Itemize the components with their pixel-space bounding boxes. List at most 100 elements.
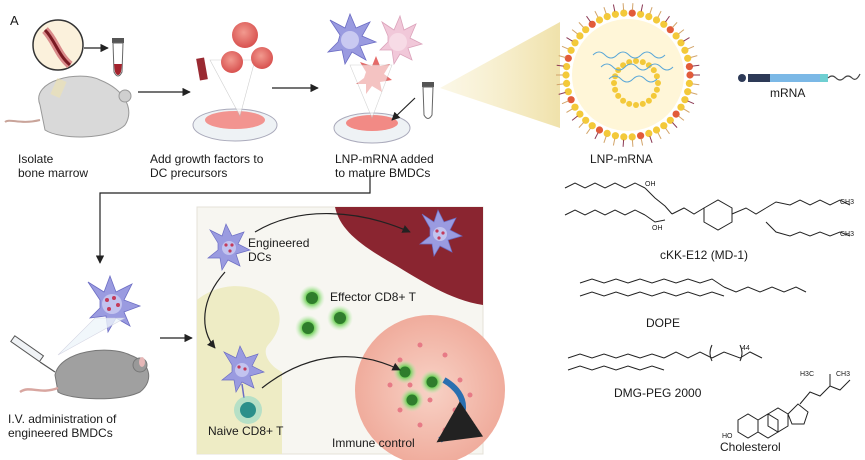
- lipid-head: [588, 20, 596, 28]
- tumor-cell-dot: [417, 422, 423, 428]
- engineered-dcs-label: Engineered DCs: [248, 236, 309, 264]
- infiltrating-t-cell-core: [426, 376, 438, 388]
- zoom-beam: [440, 22, 560, 128]
- step-isolate-label: Isolate bone marrow: [18, 152, 88, 180]
- dope-structure: [579, 278, 807, 297]
- lipid-head: [652, 16, 661, 24]
- panel-label: A: [10, 13, 19, 28]
- inner-lipid-head: [650, 67, 657, 74]
- lnp-particle: [556, 3, 700, 147]
- lipid-head: [582, 116, 590, 124]
- infiltrating-t-cell-core: [406, 394, 418, 406]
- engineered-dcs-line1: Engineered: [248, 236, 310, 250]
- inner-lipid-head: [653, 86, 660, 93]
- lipid-head: [628, 133, 636, 141]
- ckk-oh-2: OH: [652, 225, 663, 232]
- lipid-head: [681, 96, 689, 104]
- chol-ho: HO: [722, 433, 733, 440]
- inner-lipid-head: [633, 102, 639, 108]
- tumor-cell-dot: [387, 382, 393, 388]
- lipid-head: [563, 63, 571, 71]
- inner-lipid-head: [639, 59, 646, 66]
- inner-lipid-head: [645, 97, 652, 104]
- lipid-head: [666, 116, 674, 124]
- inner-lipid-head: [626, 100, 633, 107]
- tumor-cell-dot: [452, 407, 458, 413]
- inner-lipid-head: [620, 97, 627, 104]
- cholesterol-label: Cholesterol: [720, 440, 781, 454]
- step-lnp-added-line1: LNP-mRNA added: [335, 152, 434, 166]
- lipid-head: [567, 96, 575, 104]
- tumor-cell-dot: [442, 352, 448, 358]
- lipid-head: [571, 39, 579, 47]
- lipid-head: [564, 54, 572, 62]
- inner-lipid-head: [612, 86, 619, 93]
- inner-lipid-head: [650, 92, 657, 99]
- chol-ch3: CH3: [836, 371, 851, 378]
- lipid-head: [677, 39, 685, 47]
- arrow-add-lnp: [391, 97, 416, 121]
- inner-lipid-head: [655, 80, 661, 86]
- tube-icon: [112, 38, 124, 77]
- tumor-cell-dot: [407, 382, 413, 388]
- lipid-head: [620, 9, 628, 17]
- lipid-head: [645, 13, 653, 21]
- lipid-head: [611, 10, 620, 18]
- step-lnp-added-line2: to mature BMDCs: [335, 166, 431, 180]
- lipid-head: [611, 132, 620, 140]
- lipid-head: [672, 110, 680, 118]
- lipid-head: [681, 46, 689, 54]
- inner-lipid-head: [633, 58, 639, 64]
- tumor-cell-dot: [397, 407, 403, 413]
- ckk-e12-label: cKK-E12 (MD-1): [660, 248, 749, 262]
- arrow-naive-to-tumor: [261, 356, 401, 389]
- dmg-peg-label: DMG-PEG 2000: [614, 386, 702, 400]
- lipid-head: [666, 26, 674, 34]
- infiltrating-t-cell-core: [399, 366, 411, 378]
- inner-lipid-head: [645, 62, 652, 69]
- lipid-head: [652, 126, 661, 134]
- lipid-head: [637, 132, 645, 140]
- red-cells: [221, 22, 273, 73]
- lipid-head: [582, 26, 590, 34]
- lipid-head: [686, 71, 694, 79]
- lipid-head: [677, 103, 685, 111]
- petri-dish-mature: [333, 64, 411, 144]
- step-iv-label: I.V. administration of engineered BMDCs: [8, 412, 116, 440]
- tumor-cell-dot: [457, 377, 463, 383]
- naive-cd8-label: Naive CD8+ T: [208, 424, 284, 438]
- arrow-step3-to-iv: [95, 172, 371, 264]
- lipid-head: [660, 122, 668, 130]
- effector-t-cells: [295, 285, 353, 341]
- tumor-cell-dot: [467, 392, 473, 398]
- lipid-head: [685, 79, 694, 87]
- lipid-head: [567, 46, 575, 54]
- step-isolate-line1: Isolate: [18, 152, 54, 166]
- syringe-icon: [10, 335, 56, 373]
- ckk-oh-1: OH: [645, 181, 656, 188]
- lipid-head: [576, 110, 584, 118]
- mouse-bone-marrow-illustration: [4, 19, 132, 138]
- cholesterol-structure: [737, 374, 851, 439]
- tumor-cell-dot: [417, 342, 423, 348]
- engineered-dcs-line2: DCs: [248, 250, 272, 264]
- lipid-head: [620, 133, 628, 141]
- dmg-peg-structure: [567, 344, 763, 371]
- effector-cd8-label: Effector CD8+ T: [330, 290, 416, 304]
- immune-control-label: Immune control: [332, 436, 415, 450]
- step-growth-line1: Add growth factors to: [150, 152, 264, 166]
- lipid-head: [685, 63, 694, 71]
- engineered-dc-icon: [207, 223, 251, 271]
- ckk-ch3-1: CH3: [840, 199, 855, 206]
- step-iv-line2: engineered BMDCs: [8, 426, 113, 440]
- step-lnp-added-label: LNP-mRNA added to mature BMDCs: [335, 152, 434, 180]
- lipid-head: [645, 129, 653, 137]
- inner-lipid-head: [639, 100, 646, 107]
- lipid-head: [637, 10, 645, 18]
- arrow-dc-to-tissue: [254, 212, 411, 233]
- mrna-strand-icon: [738, 73, 861, 82]
- ckk-e12-structure: [564, 182, 851, 237]
- inner-lipid-head: [611, 80, 617, 86]
- lipid-head: [595, 16, 604, 24]
